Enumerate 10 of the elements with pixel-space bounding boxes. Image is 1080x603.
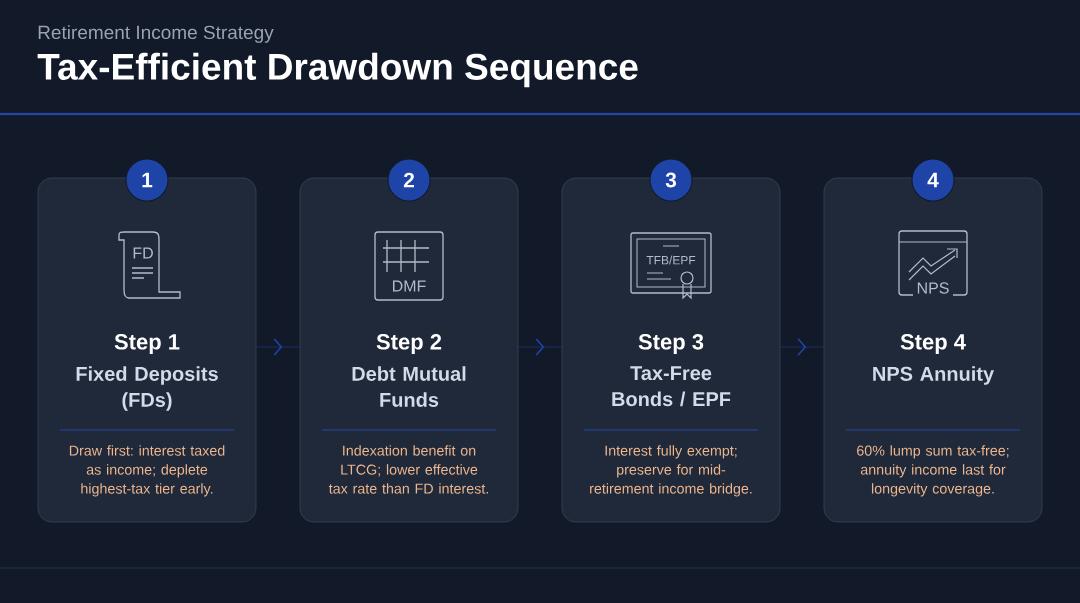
number-badge: 4 [911,158,955,202]
subtitle: Retirement Income Strategy [38,25,274,43]
number-badge: 3 [649,158,693,202]
number-badge: 2 [387,158,431,202]
icon-label: DMF [393,280,426,292]
icon-label: TFB/EPF [646,255,696,265]
title: Tax-Efficient Drawdown Sequence [37,52,638,88]
icon-label: NPS [917,282,949,294]
icon-label: FD [133,247,153,259]
number-badge: 1 [125,158,169,202]
